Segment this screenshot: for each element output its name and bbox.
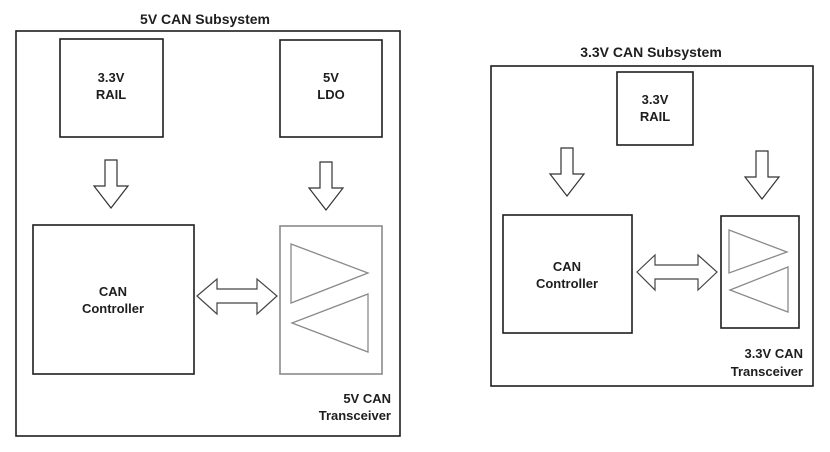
- block-can-controller-2: CAN Controller: [502, 214, 633, 334]
- receiver-triangle-icon: [728, 266, 789, 313]
- block-3v3-rail: 3.3V RAIL: [59, 38, 164, 138]
- driver-triangle-icon: [728, 229, 789, 274]
- transceiver-box: [720, 215, 800, 329]
- block-3v3-transceiver-line1: 3.3V CAN: [744, 346, 803, 361]
- bidirectional-arrow-icon: [636, 253, 718, 292]
- block-5v-transceiver-line2: Transceiver: [319, 408, 391, 423]
- power-arrow-down-icon: [308, 161, 344, 211]
- subsystem-5v-title: 5V CAN Subsystem: [140, 11, 270, 27]
- block-5v-transceiver-line1: 5V CAN: [343, 391, 391, 406]
- power-arrow-down-icon: [549, 147, 585, 197]
- block-3v3-rail-line2: RAIL: [640, 109, 670, 124]
- block-3v3-transceiver: 3.3V CAN Transceiver: [720, 215, 803, 379]
- block-5v-transceiver: 5V CAN Transceiver: [279, 225, 391, 423]
- block-3v3-rail-line2: RAIL: [96, 87, 126, 102]
- block-can-controller-line1: CAN: [553, 259, 581, 274]
- block-3v3-rail-line1: 3.3V: [98, 70, 125, 85]
- block-3v3-rail-box: [616, 71, 694, 146]
- power-arrow-down-icon: [93, 159, 129, 209]
- block-3v3-rail-box: [59, 38, 164, 138]
- subsystem-3v3: 3.3V CAN Subsystem 3.3V RAIL CAN Control…: [490, 44, 814, 387]
- receiver-triangle-icon: [290, 293, 369, 353]
- block-5v-ldo-line1: 5V: [323, 70, 339, 85]
- block-can-controller-line2: Controller: [82, 301, 144, 316]
- block-can-controller-line1: CAN: [99, 284, 127, 299]
- subsystem-3v3-frame: [490, 65, 814, 387]
- subsystem-5v-frame: [15, 30, 401, 437]
- block-3v3-transceiver-line2: Transceiver: [731, 364, 803, 379]
- block-5v-ldo: 5V LDO: [279, 39, 383, 138]
- block-can-controller-box: [32, 224, 195, 375]
- subsystem-5v: 5V CAN Subsystem 3.3V RAIL 5V LDO CAN Co…: [15, 11, 401, 437]
- transceiver-box: [279, 225, 383, 375]
- block-can-controller-line2: Controller: [536, 276, 598, 291]
- block-can-controller-box: [502, 214, 633, 334]
- block-3v3-rail-line1: 3.3V: [642, 92, 669, 107]
- driver-triangle-icon: [290, 243, 370, 304]
- block-can-controller: CAN Controller: [32, 224, 195, 375]
- block-5v-ldo-box: [279, 39, 383, 138]
- power-arrow-down-icon: [744, 150, 780, 200]
- block-3v3-rail-2: 3.3V RAIL: [616, 71, 694, 146]
- subsystem-3v3-title: 3.3V CAN Subsystem: [580, 44, 722, 60]
- block-5v-ldo-line2: LDO: [317, 87, 344, 102]
- bidirectional-arrow-icon: [196, 277, 278, 316]
